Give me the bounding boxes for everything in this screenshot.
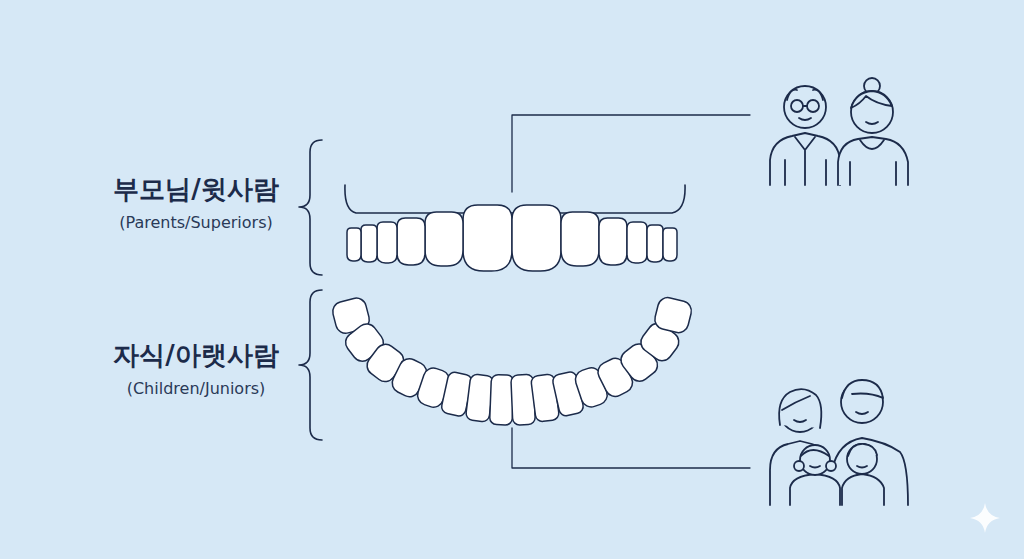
upper-tooth [397, 218, 425, 265]
upper-tooth [512, 205, 561, 271]
upper-tooth [347, 228, 361, 261]
grandparents-icon [770, 78, 908, 185]
upper-tooth [627, 222, 647, 263]
group-subtitle: (Children/Juniors) [127, 379, 266, 398]
curly-bracket [299, 140, 322, 275]
upper-tooth [361, 225, 377, 262]
family-icon [770, 380, 908, 505]
upper-tooth [377, 222, 397, 263]
group-title: 부모님/윗사람 [113, 174, 279, 205]
leader-line [512, 428, 750, 468]
group-subtitle: (Parents/Superiors) [119, 213, 272, 232]
lower-teeth [331, 296, 694, 426]
upper-tooth [561, 212, 599, 266]
upper-tooth [647, 225, 663, 262]
upper-tooth [463, 205, 512, 271]
group-title: 자식/아랫사람 [113, 340, 279, 371]
curly-bracket [299, 290, 322, 440]
sparkle-mark [970, 503, 1000, 533]
upper-tooth [599, 218, 627, 265]
leader-line [512, 115, 750, 192]
upper-tooth [425, 212, 463, 266]
upper-teeth [347, 205, 677, 271]
lower-tooth [653, 296, 694, 335]
upper-tooth [663, 228, 677, 261]
